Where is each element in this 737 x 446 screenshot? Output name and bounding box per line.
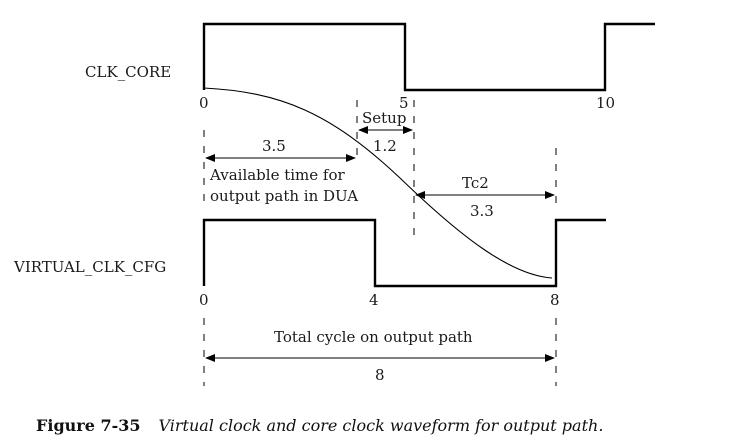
tc2-value: 3.3 <box>470 202 494 220</box>
output-delay-curve <box>203 87 553 279</box>
tc2-label: Tc2 <box>462 174 489 192</box>
clk-core-waveform <box>202 22 655 92</box>
available-text-line1: Available time for <box>209 166 346 184</box>
virtual-clk-waveform <box>202 218 606 288</box>
virtual-tick-4: 4 <box>369 291 379 309</box>
available-value: 3.5 <box>262 137 286 155</box>
virtual-tick-8: 8 <box>550 291 560 309</box>
figure-number: Figure 7-35 <box>36 416 140 435</box>
virtual-clk-cfg-label: VIRTUAL_CLK_CFG <box>13 258 166 276</box>
virtual-tick-0: 0 <box>199 291 209 309</box>
clk-core-label: CLK_CORE <box>85 63 171 81</box>
setup-label: Setup <box>362 109 406 127</box>
core-tick-10: 10 <box>596 94 615 112</box>
core-tick-0: 0 <box>199 94 209 112</box>
total-cycle-value: 8 <box>375 366 385 384</box>
setup-value: 1.2 <box>373 137 397 155</box>
figure-caption-text: Virtual clock and core clock waveform fo… <box>158 416 603 435</box>
core-tick-5: 5 <box>399 94 409 112</box>
figure-caption: Figure 7-35 Virtual clock and core clock… <box>36 416 603 435</box>
available-text-line2: output path in DUA <box>210 187 358 205</box>
total-cycle-label: Total cycle on output path <box>274 328 473 346</box>
